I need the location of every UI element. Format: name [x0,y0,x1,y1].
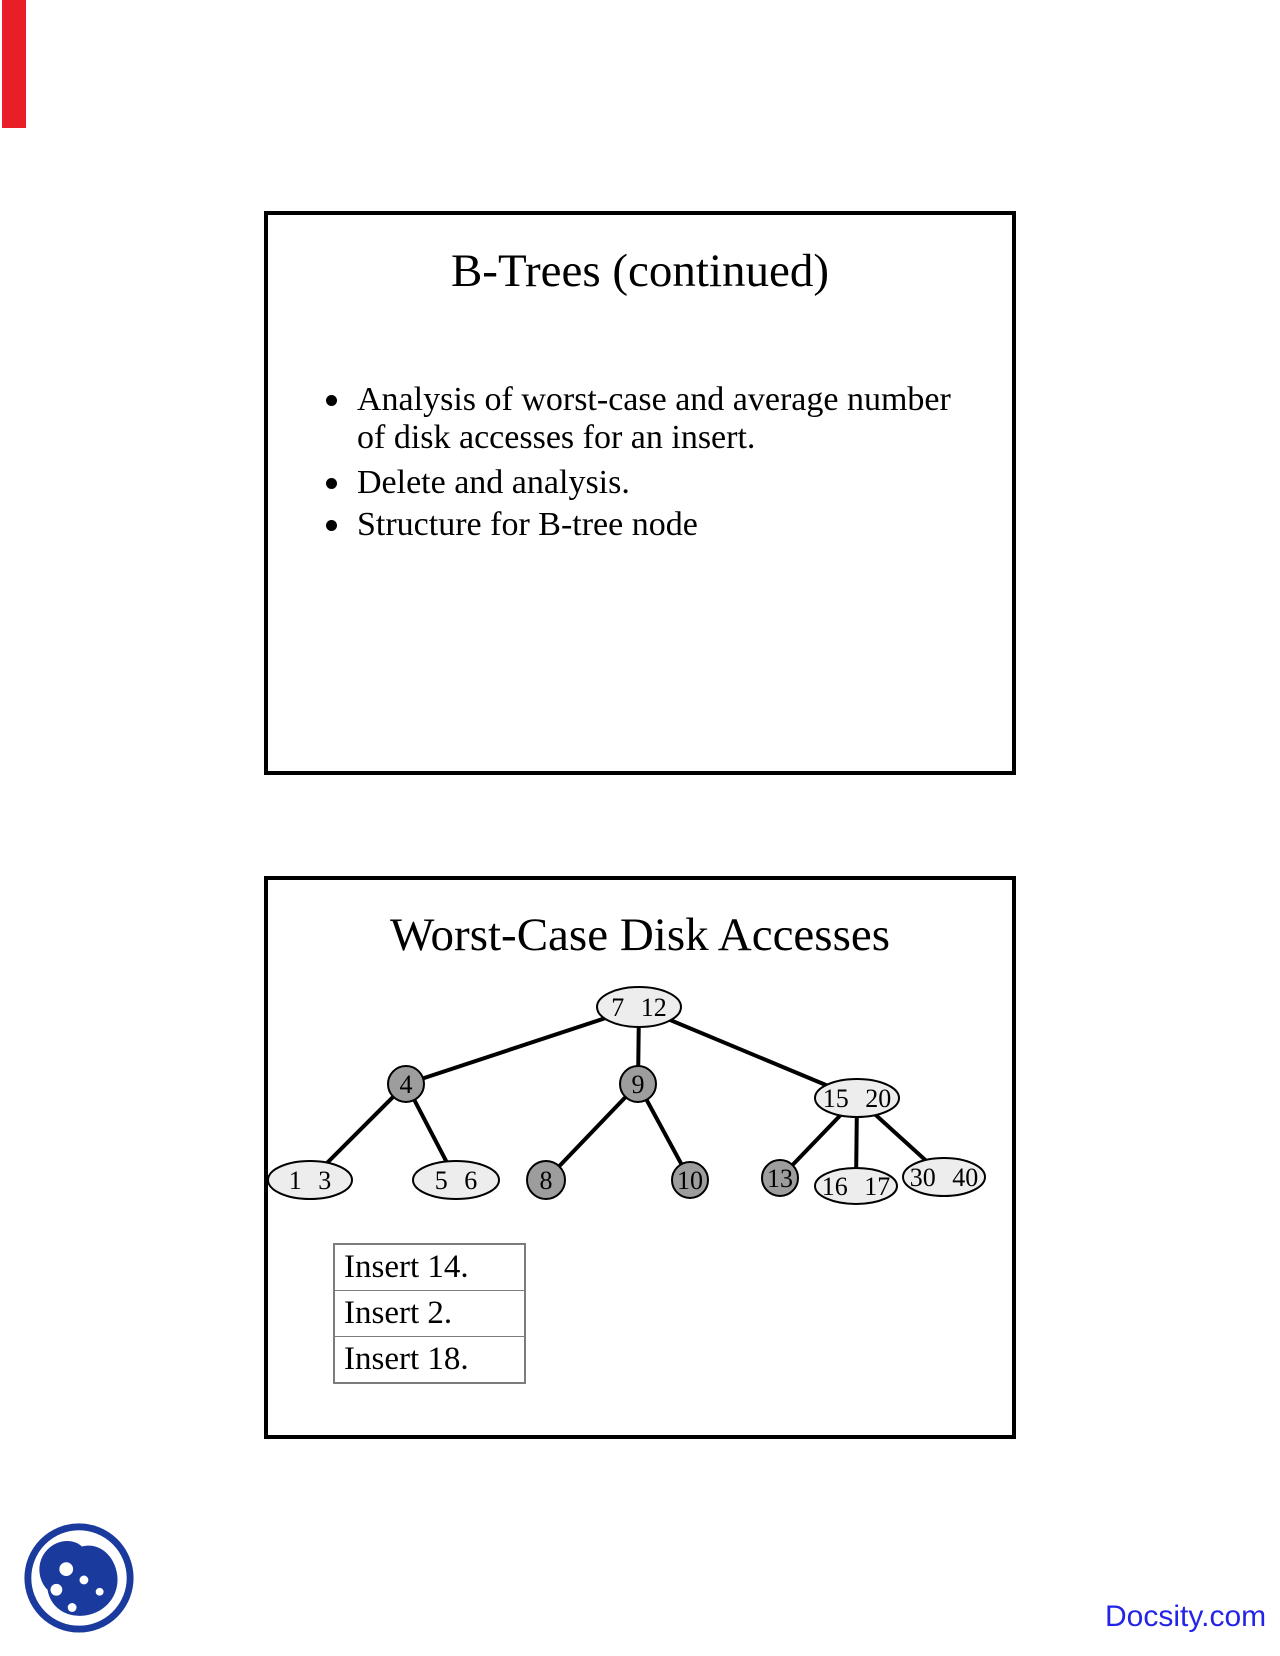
bullet-line: Analysis of worst-case and average numbe… [357,381,951,418]
tree-node-label: 30 40 [910,1163,979,1192]
insert-step-row: Insert 2. [335,1290,524,1336]
logo-hole [67,1603,77,1612]
docsity-logo[interactable] [20,1518,138,1636]
slide-1-title: B-Trees (continued) [450,245,830,297]
tree-node-label: 4 [400,1070,413,1099]
logo-hole [59,1562,74,1577]
tree-node: 7 12 [596,986,682,1028]
tree-node: 15 20 [814,1078,900,1118]
bullet-line: Delete and analysis. [357,464,630,501]
slide-2-title: Worst-Case Disk Accesses [389,909,891,961]
bullet-item: Structure for B-tree node [326,506,967,544]
logo-hole [50,1583,63,1596]
tree-node: 5 6 [412,1160,500,1200]
tree-node: 4 [387,1065,425,1103]
red-corner-ribbon [2,0,26,128]
logo-ocarina-shape [39,1540,118,1616]
bullet-item: Delete and analysis. [326,464,967,502]
tree-node-label: 10 [677,1166,703,1195]
insert-step-row: Insert 14. [344,1249,469,1285]
tree-node: 9 [619,1065,657,1103]
docsity-link[interactable]: Docsity.com [1105,1600,1267,1633]
logo-hole [79,1575,89,1585]
tree-node: 16 17 [814,1167,898,1205]
b-tree-diagram: 7 12 4 9 15 20 1 3 5 6 8 10 13 16 17 30 40 [268,986,986,1205]
tree-node-label: 8 [540,1166,553,1195]
slide-2: Worst-Case Disk Accesses 7 12 4 9 15 20 1 3 5… [264,876,1016,1439]
tree-edge [638,1005,858,1100]
tree-node: 1 3 [268,1160,353,1200]
bullet-dot-icon [326,520,337,531]
slide-1: B-Trees (continued) Analysis of worst-ca… [264,211,1016,775]
bullet-line: Structure for B-tree node [357,506,698,543]
tree-node: 30 40 [902,1157,986,1197]
bullet-dot-icon [326,395,337,406]
tree-edge [405,1005,640,1086]
insert-steps-table: Insert 14. Insert 2.Insert 18. [333,1243,526,1384]
tree-node-label: 9 [632,1070,645,1099]
bullet-item: Analysis of worst-case and average numbe… [326,381,967,457]
bullet-line: of disk accesses for an insert. [357,419,756,456]
insert-step-row: Insert 18. [335,1336,524,1382]
tree-node-label: 1 3 [289,1166,332,1195]
tree-node-label: 5 6 [435,1166,478,1195]
logo-hole [95,1587,104,1596]
tree-node-label: 15 20 [823,1084,892,1113]
tree-node: 10 [671,1161,709,1199]
tree-node: 13 [761,1159,799,1197]
tree-node-label: 7 12 [611,993,667,1022]
tree-edge [544,1082,640,1182]
tree-node: 8 [526,1160,566,1200]
tree-node-label: 16 17 [822,1172,891,1201]
bullet-dot-icon [326,478,337,489]
tree-node-label: 13 [767,1164,793,1193]
